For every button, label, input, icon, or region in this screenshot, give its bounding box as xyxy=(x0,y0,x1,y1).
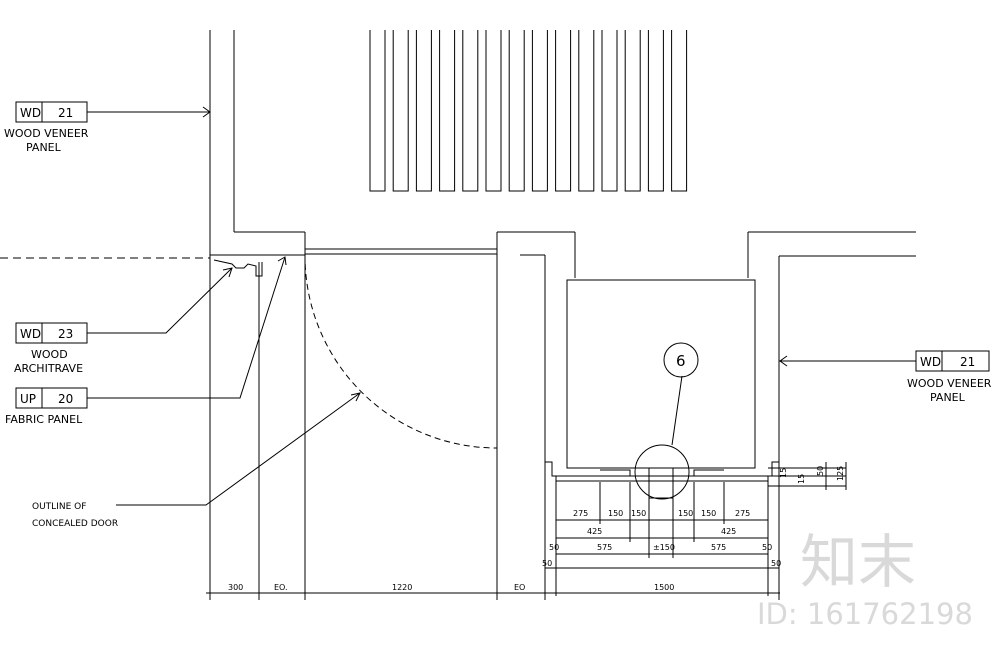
tag-box-wd23 xyxy=(15,322,88,344)
tag-code: WD xyxy=(920,355,941,369)
tag-number: 23 xyxy=(58,327,73,341)
dimension-label: EO xyxy=(514,583,525,592)
tag-code: UP xyxy=(20,392,36,406)
arrow-head xyxy=(277,256,287,266)
dimension-label: 1500 xyxy=(654,583,674,592)
dimension-label: 150 xyxy=(701,509,716,518)
wood-slat xyxy=(439,30,456,192)
panel-block xyxy=(566,279,756,469)
wood-slat xyxy=(578,30,595,192)
arrow-head xyxy=(222,267,233,278)
tag-box-up20 xyxy=(15,387,88,409)
tag-number: 21 xyxy=(960,355,975,369)
leader-fabric-panel xyxy=(87,256,286,399)
architrave-profile xyxy=(213,259,263,277)
dimension-label: 125 xyxy=(836,466,845,481)
tag-box-wd21-right xyxy=(915,350,990,372)
dimension-label: 50 xyxy=(771,559,781,568)
tag-label: ARCHITRAVE xyxy=(14,362,83,375)
joint-profile xyxy=(767,461,779,596)
dimension-label: 425 xyxy=(587,527,602,536)
tag-code: WD xyxy=(20,106,41,120)
joint-detail xyxy=(600,469,631,476)
dimension-label: ±150 xyxy=(653,543,675,552)
arrow-head xyxy=(779,355,788,367)
joint-detail xyxy=(693,469,724,476)
wood-slat xyxy=(485,30,502,192)
tag-label: FABRIC PANEL xyxy=(5,413,83,426)
note-text: OUTLINE OF xyxy=(32,502,86,512)
note-text: CONCEALED DOOR xyxy=(32,519,118,529)
dimension-label: 275 xyxy=(735,509,750,518)
dimension-label: 50 xyxy=(542,559,552,568)
tag-label: WOOD VENEER xyxy=(907,377,992,390)
wood-slat xyxy=(531,30,548,192)
detail-callout-bubble xyxy=(663,342,699,378)
tag-label: WOOD xyxy=(31,348,68,361)
dimension-label: 50 xyxy=(762,543,772,552)
wood-slat xyxy=(647,30,664,192)
tag-code: WD xyxy=(20,327,41,341)
wood-slat xyxy=(369,30,386,192)
wood-slat xyxy=(624,30,641,192)
dimension-label: 15 xyxy=(779,468,788,478)
dimension-label: 50 xyxy=(816,466,825,476)
dimension-label: 50 xyxy=(549,543,559,552)
wood-slat-array xyxy=(369,30,688,192)
joint-profile xyxy=(545,461,557,596)
dimension-label: 575 xyxy=(597,543,612,552)
dimension-label: EO. xyxy=(274,583,288,592)
arrow-head xyxy=(350,392,361,402)
dimension-label: 575 xyxy=(711,543,726,552)
detail-callout-number: 6 xyxy=(676,352,686,370)
dimension-label: 275 xyxy=(573,509,588,518)
detail-enlarge-circle xyxy=(634,444,690,500)
wood-slat xyxy=(555,30,572,192)
tag-box-wd21-left xyxy=(15,101,88,123)
wood-slat xyxy=(415,30,432,192)
arrow-head xyxy=(202,106,211,118)
callout-leader xyxy=(671,375,683,446)
dimension-label: 150 xyxy=(608,509,623,518)
door-swing-arc xyxy=(304,253,498,449)
wood-slat xyxy=(508,30,525,192)
dimension-label: 150 xyxy=(631,509,646,518)
tag-label: PANEL xyxy=(930,391,966,404)
watermark-id: ID: 161762198 xyxy=(757,597,973,631)
dimension-label: 1220 xyxy=(392,583,412,592)
wood-slat xyxy=(462,30,479,192)
tag-label: PANEL xyxy=(26,141,62,154)
joint-insert xyxy=(648,467,674,499)
dimension-label: 150 xyxy=(678,509,693,518)
dimension-label: 425 xyxy=(721,527,736,536)
tag-label: WOOD VENEER xyxy=(4,127,89,140)
watermark-logo: 知末 xyxy=(800,528,916,596)
tag-number: 21 xyxy=(58,106,73,120)
wood-slat xyxy=(601,30,618,192)
wood-slat xyxy=(671,30,688,192)
dimension-label: 300 xyxy=(228,583,243,592)
tag-number: 20 xyxy=(58,392,73,406)
wood-slat xyxy=(392,30,409,192)
leader-concealed-door xyxy=(116,392,361,506)
leader-architrave xyxy=(87,267,233,334)
dimension-label: 15 xyxy=(797,474,806,484)
